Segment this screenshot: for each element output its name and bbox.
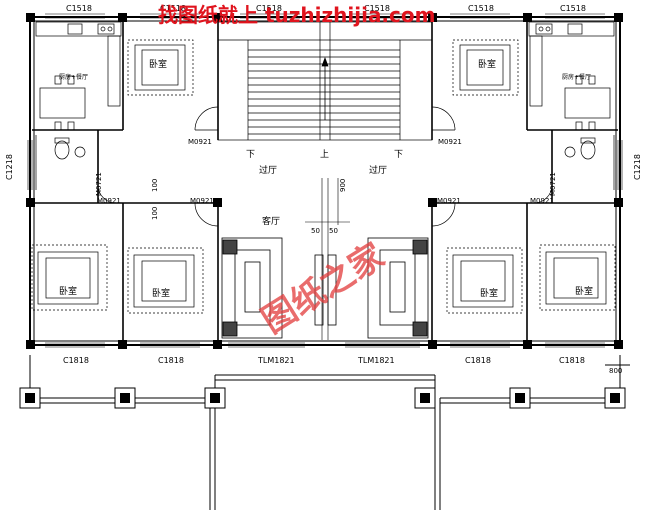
- door-label-m0921-1: M0921: [188, 138, 212, 146]
- window-label-bottom-1: C1818: [63, 356, 89, 365]
- bedroom-beds: [31, 39, 616, 314]
- door-label-bottom-1: TLM1821: [257, 356, 295, 365]
- window-label-top-5: C1518: [468, 4, 494, 13]
- door-label-m0721-1: M0721: [95, 172, 103, 196]
- room-label-kitchen-1: 厨房+餐厅: [59, 73, 88, 81]
- room-label-bedroom-4: 卧室: [152, 287, 170, 299]
- room-label-bedroom-5: 卧室: [480, 287, 498, 299]
- window-label-bottom-4: C1818: [559, 356, 585, 365]
- room-label-bedroom-2: 卧室: [478, 58, 496, 70]
- living-sofas: [221, 237, 429, 339]
- door-label-m0921-6: M0921: [530, 197, 554, 205]
- staircase: [217, 21, 433, 141]
- dim-label-800: 800: [609, 367, 622, 375]
- dim-label-100-1: 100: [151, 179, 159, 192]
- terrace-posts: [19, 387, 626, 409]
- door-label-m0721-2: M0721: [549, 172, 557, 196]
- room-label-living: 客厅: [262, 215, 280, 227]
- room-label-corridor-2: 过厅: [369, 164, 387, 176]
- door-label-m0921-4: M0921: [190, 197, 214, 205]
- window-label-right: C1218: [633, 154, 642, 180]
- room-label-kitchen-2: 厨房+餐厅: [562, 73, 591, 81]
- structural-columns: [26, 13, 623, 349]
- window-label-top-1: C1518: [66, 4, 92, 13]
- window-label-top-3: C1518: [256, 4, 282, 13]
- dim-label-100-2: 100: [151, 207, 159, 220]
- room-label-corridor-1: 过厅: [259, 164, 277, 176]
- window-label-top-2: C1518: [160, 4, 186, 13]
- watermark-stamp-text: 图纸之家: [255, 236, 392, 342]
- door-labels: M0921 M0921 M0921 M0921 M0921 M0921 M072…: [95, 138, 557, 205]
- stair-label-down-1: 下: [246, 150, 255, 160]
- door-label-bottom-2: TLM1821: [357, 356, 395, 365]
- window-label-top-6: C1518: [560, 4, 586, 13]
- front-terrace: [29, 355, 630, 510]
- stair-label-down-2: 下: [394, 150, 403, 160]
- bathroom-fixtures: [35, 135, 615, 190]
- window-label-left: C1218: [5, 154, 14, 180]
- door-label-m0921-3: M0921: [97, 197, 121, 205]
- bottom-windows: [45, 342, 605, 348]
- watermark-header-text: 找图纸就上 tuzhizhijia.com: [158, 3, 435, 27]
- dim-label-50-2: 50: [329, 227, 338, 235]
- dim-label-50-1: 50: [311, 227, 320, 235]
- window-label-top-4: C1518: [364, 4, 390, 13]
- room-label-bedroom-1: 卧室: [149, 58, 167, 70]
- kitchen-fixtures: [35, 21, 615, 131]
- room-label-bedroom-6: 卧室: [575, 285, 593, 297]
- window-label-bottom-2: C1818: [158, 356, 184, 365]
- window-label-bottom-3: C1818: [465, 356, 491, 365]
- dimension-labels: 100 100 900 50 50 800: [151, 179, 622, 375]
- corridor-dimension-lines: [305, 178, 350, 340]
- top-windows: [45, 13, 605, 19]
- window-labels: C1518 C1518 C1518 C1518 C1518 C1518 C181…: [5, 4, 642, 365]
- stair-labels: 下 上 下: [246, 149, 403, 160]
- room-label-bedroom-3: 卧室: [59, 285, 77, 297]
- dim-label-900: 900: [339, 179, 347, 192]
- room-labels: 卧室 卧室 卧室 卧室 卧室 卧室 过厅 过厅 客厅 厨房+餐厅 厨房+餐厅: [59, 58, 593, 299]
- door-label-m0921-2: M0921: [438, 138, 462, 146]
- door-swings: [97, 106, 553, 227]
- side-windows: [27, 140, 623, 190]
- outer-walls: [29, 16, 621, 346]
- stair-label-up: 上: [320, 149, 329, 160]
- door-label-m0921-5: M0921: [437, 197, 461, 205]
